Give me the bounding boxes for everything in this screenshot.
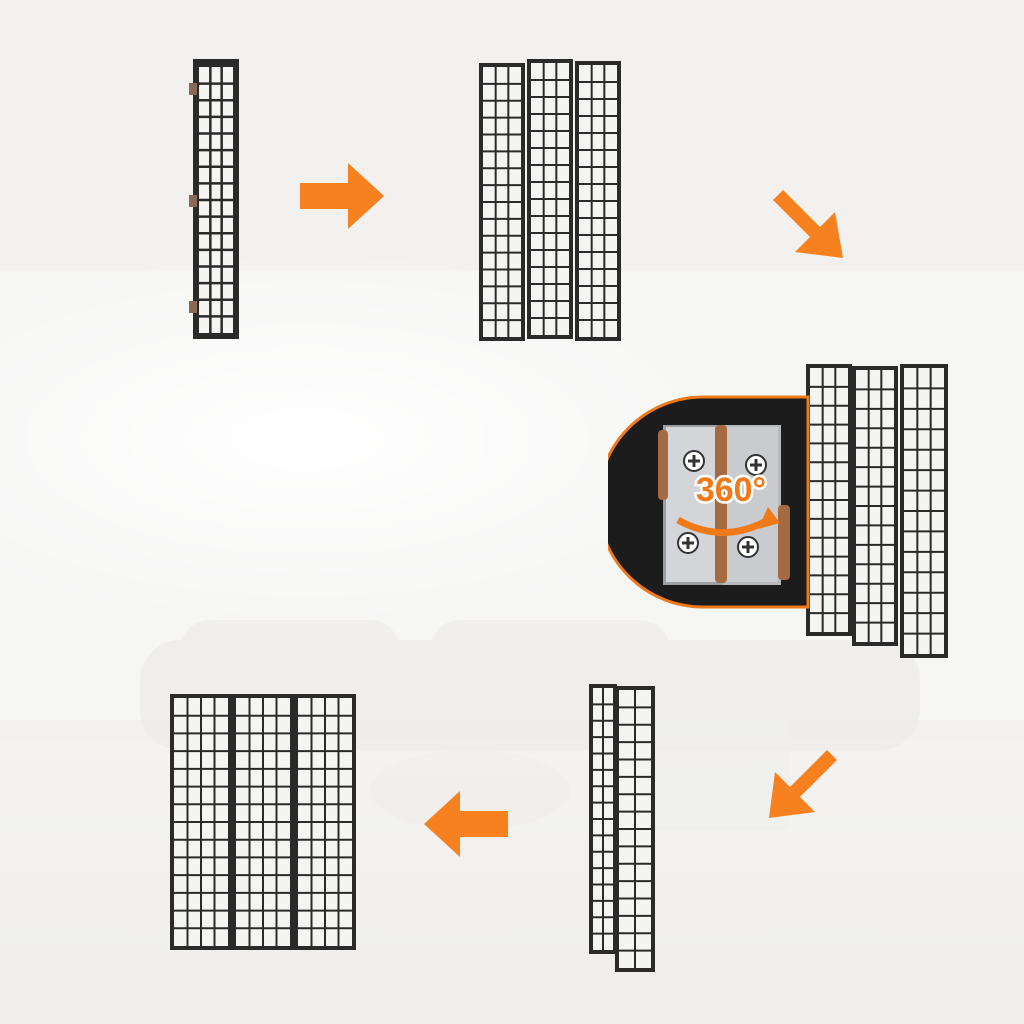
- arrow-left-icon: [424, 791, 508, 857]
- hinge-detail-screen: [806, 364, 948, 658]
- rotation-label: 360°: [696, 471, 766, 509]
- folded-screen: [189, 59, 239, 339]
- triangle-fold-screen: [589, 684, 655, 972]
- arrow-down-right-icon: [773, 190, 843, 258]
- unfolded-three-panels: [479, 59, 621, 341]
- arrow-right-icon: [300, 163, 384, 229]
- arrow-down-left-icon: [769, 750, 837, 818]
- hinge-callout: 360°: [608, 395, 810, 609]
- flat-three-panels: [170, 694, 356, 950]
